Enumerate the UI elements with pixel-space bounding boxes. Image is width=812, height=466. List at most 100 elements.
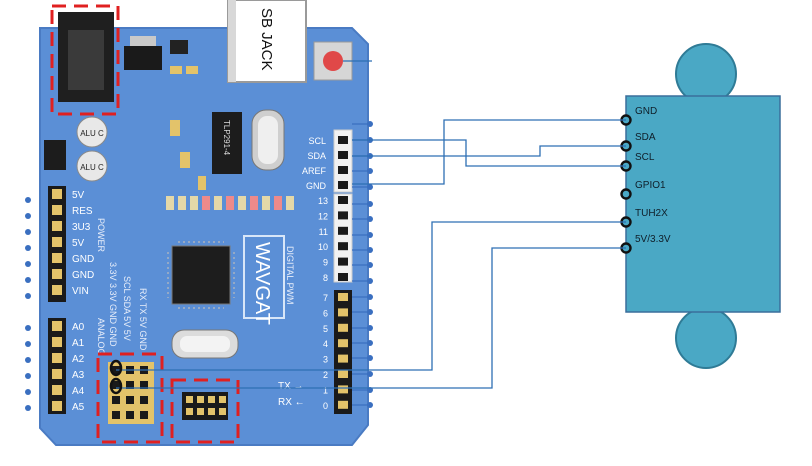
digital-pin [338, 293, 348, 301]
digital-pin [338, 354, 348, 363]
power-pin-label: 5V [72, 238, 85, 249]
board-edge-dot [367, 294, 373, 300]
analog-pin [52, 369, 62, 379]
digital-pin [338, 400, 348, 409]
board-edge-dot [367, 355, 373, 361]
power-pin-label: 5V [72, 190, 85, 201]
power-pin-label: 3U3 [72, 222, 91, 233]
digital-header-low [334, 290, 352, 414]
board-edge-dot [367, 201, 373, 207]
ext-header-1-highlight [96, 352, 164, 444]
analog-pin [52, 337, 62, 347]
power-pin [52, 237, 62, 247]
ext-header-pin [140, 381, 148, 389]
icsp-pin [186, 408, 193, 415]
rx-label: RX ← [278, 397, 305, 408]
digital-pin [338, 385, 348, 394]
aux-pin [338, 181, 348, 189]
ext-header-pin [140, 396, 148, 404]
ext-header-pin [126, 381, 134, 389]
usb-jack-label: SB JACK [258, 8, 275, 71]
icsp-pin [208, 408, 215, 415]
digital-pin-label: 8 [323, 273, 328, 283]
digital-pin-label: 0 [323, 401, 328, 411]
digital-pin-label: 13 [318, 196, 328, 206]
digital-pin [338, 370, 348, 378]
tx-label: TX → [278, 381, 304, 392]
power-pin-label: GND [72, 270, 94, 281]
icsp-pin [197, 396, 204, 403]
reset-button [323, 51, 343, 71]
aux-pin-label: SDA [307, 151, 326, 161]
highlight-pin-a [109, 359, 123, 377]
digital-pin [338, 308, 348, 317]
board-edge-dot [367, 371, 373, 377]
aux-pin [338, 136, 348, 144]
analog-header [48, 318, 66, 414]
ext-header-pin [140, 411, 148, 419]
svg-text:ALU C: ALU C [80, 163, 104, 172]
board-edge-dot [367, 309, 373, 315]
digital-pin-label: 3 [323, 355, 328, 365]
power-pin-label: RES [72, 206, 93, 217]
board-edge-dot [367, 121, 373, 127]
ext-header-pin [126, 396, 134, 404]
board-edge-dot [367, 247, 373, 253]
svg-text:TLP291-4: TLP291-4 [222, 120, 231, 156]
analog-pin-label: A2 [72, 354, 85, 365]
power-pin-label: VIN [72, 286, 89, 297]
digital-header-high [333, 193, 353, 283]
module-mount-bottom [675, 307, 737, 369]
ext-header-pin [112, 381, 120, 389]
power-section-label: POWER [96, 218, 106, 253]
board-edge-dot [367, 325, 373, 331]
module-pin-label: GPIO1 [635, 180, 666, 191]
left-edge-dots [25, 197, 31, 411]
board-edge-dot [367, 402, 373, 408]
analog-pin [52, 385, 62, 395]
diode [44, 140, 66, 170]
module-pin-label: 5V/3.3V [635, 234, 671, 245]
digital-pin-label: 6 [323, 308, 328, 318]
board-edge-dot [367, 278, 373, 284]
digital-pin-label: 7 [323, 293, 328, 303]
icsp-pin [219, 396, 226, 403]
digital-pin-label: 10 [318, 242, 328, 252]
digital-pin [338, 257, 348, 266]
digital-pin [338, 226, 348, 235]
digital-pin [338, 323, 348, 332]
power-pin [52, 285, 62, 295]
module-pin-label: SCL [635, 152, 655, 163]
sensor-module [625, 95, 781, 313]
wires [116, 119, 626, 389]
power-pin-label: GND [72, 254, 94, 265]
board-edge-dot [367, 262, 373, 268]
aux-header [333, 129, 353, 193]
icsp-pin [197, 408, 204, 415]
analog-section-label: ANALOG [96, 318, 106, 356]
icsp-pin [208, 396, 215, 403]
voltage-regulator [124, 46, 162, 70]
microcontroller [171, 245, 231, 305]
icsp-highlight [170, 378, 240, 444]
power-pin [52, 221, 62, 231]
ext-header-pin [112, 396, 120, 404]
power-pin [52, 189, 62, 199]
digital-pin-label: 2 [323, 370, 328, 380]
analog-pin-label: A0 [72, 322, 85, 333]
digital-section-label: DIGITAL PWM [285, 246, 295, 305]
logo-box [243, 235, 285, 319]
digital-pin-label: 9 [323, 258, 328, 268]
digital-pin-label: 1 [323, 385, 328, 395]
board-edge-dot [367, 216, 373, 222]
opto-chip [212, 112, 242, 174]
icsp-pin [219, 408, 226, 415]
header-label-3: RX TX 5V GND [138, 288, 148, 351]
analog-pin [52, 321, 62, 331]
icsp-pin [186, 396, 193, 403]
module-pin [620, 188, 632, 200]
power-pin [52, 253, 62, 263]
led-row [166, 196, 294, 210]
board-edge-dot [367, 232, 373, 238]
